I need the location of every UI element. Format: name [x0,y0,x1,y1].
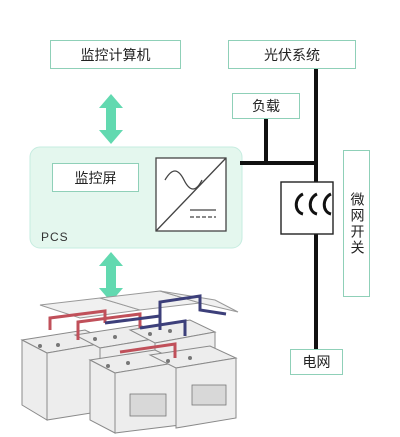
battery-bank [20,290,239,434]
pv-system-box: 光伏系统 [228,40,356,69]
grid-label: 电网 [302,355,331,371]
microgrid-switch-label: 微网开关 [348,191,365,256]
monitor-screen-label: 监控屏 [74,170,117,187]
double-arrow-icon [99,94,123,144]
pv-system-label: 光伏系统 [264,47,320,64]
microgrid-switch-box: 微网开关 [343,150,370,297]
converter-icon [155,157,227,232]
grid-box: 电网 [290,349,343,375]
double-arrow-icon [99,252,123,302]
pcs-label: PCS [41,230,69,244]
load-box: 负载 [232,93,300,119]
monitor-computer-box: 监控计算机 [50,40,181,69]
switch-icon [280,181,334,235]
monitor-screen-box: 监控屏 [52,163,139,192]
monitor-computer-label: 监控计算机 [80,47,151,64]
load-label: 负载 [252,99,280,115]
